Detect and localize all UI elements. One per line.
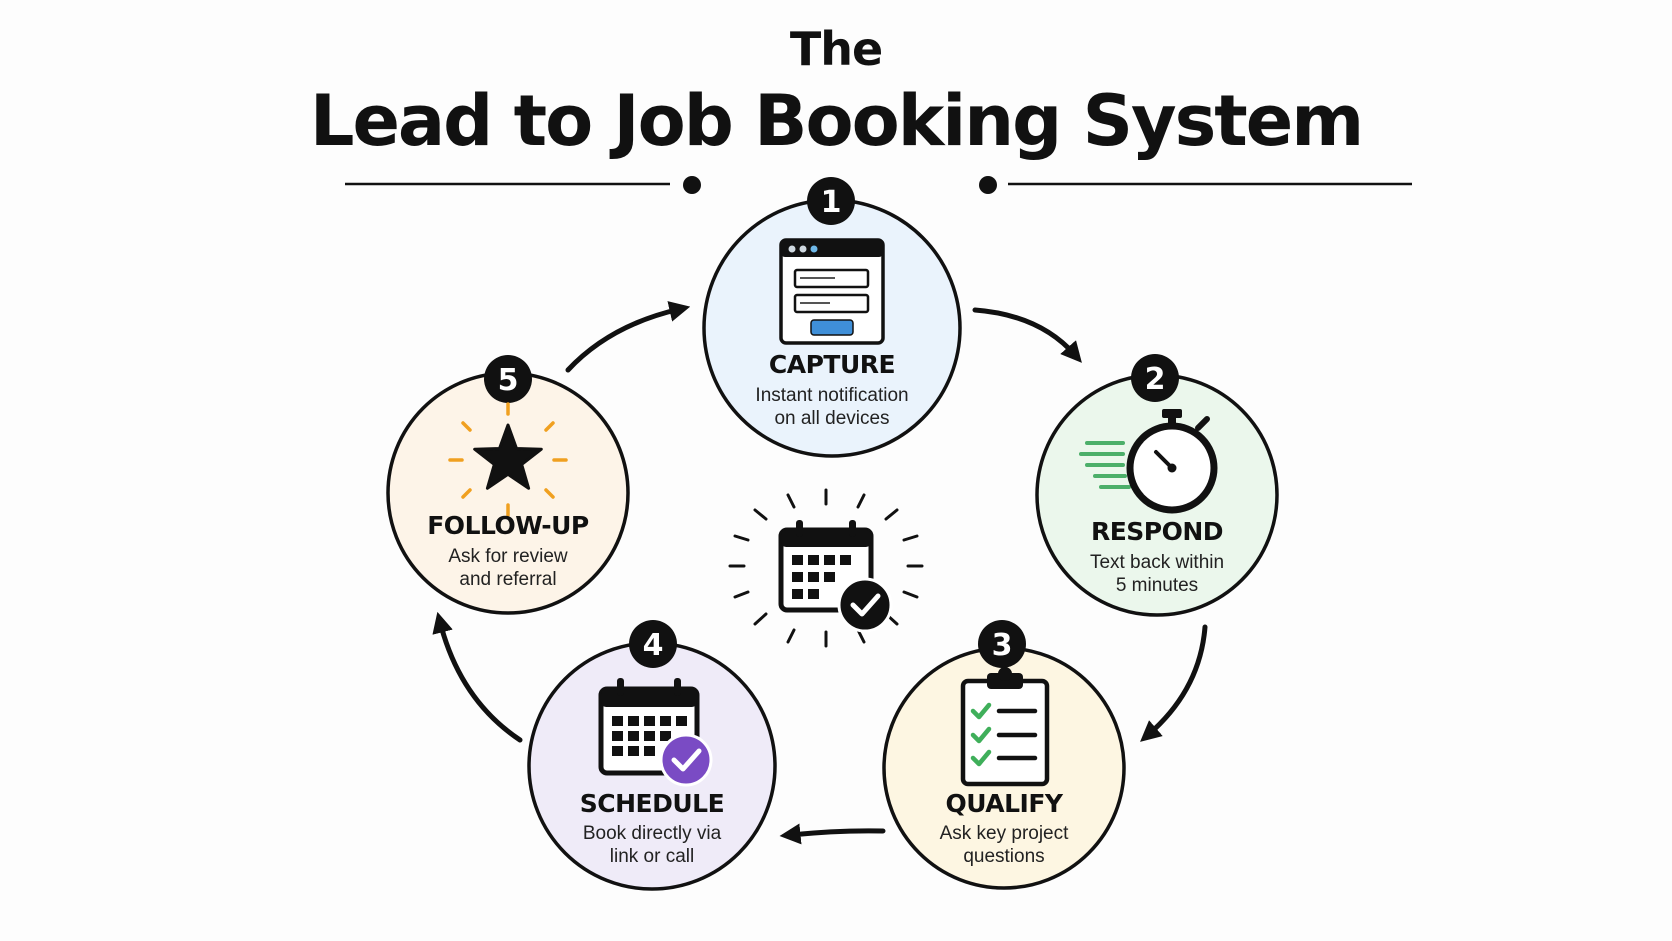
followup-desc-line1: Ask for review bbox=[448, 546, 568, 567]
title-divider bbox=[345, 176, 1412, 194]
calendar-check-icon bbox=[598, 678, 713, 787]
arrow-schedule-to-followup bbox=[432, 611, 523, 743]
respond-desc-line1: Text back within bbox=[1089, 552, 1225, 573]
svg-text:4: 4 bbox=[643, 628, 664, 663]
respond-desc-line2: 5 minutes bbox=[1115, 575, 1199, 596]
qualify-desc-line1: Ask key project bbox=[939, 823, 1069, 844]
schedule-title: SCHEDULE bbox=[579, 789, 725, 818]
qualify-title: QUALIFY bbox=[945, 789, 1063, 818]
qualify-desc-line2: questions bbox=[963, 846, 1045, 867]
capture-desc-line1: Instant notification bbox=[755, 385, 909, 406]
badge-5: 5 bbox=[484, 355, 532, 403]
arrow-capture-to-respond bbox=[972, 307, 1082, 363]
arrow-respond-to-qualify bbox=[1140, 624, 1208, 742]
badge-4: 4 bbox=[629, 620, 677, 668]
arrow-followup-to-capture bbox=[565, 301, 691, 373]
stopwatch-icon bbox=[1079, 409, 1218, 514]
svg-text:3: 3 bbox=[992, 628, 1013, 663]
schedule-description: Book directly via link or call bbox=[522, 822, 782, 868]
respond-title: RESPOND bbox=[1090, 517, 1224, 546]
svg-text:1: 1 bbox=[821, 185, 842, 220]
capture-desc-line2: on all devices bbox=[774, 408, 890, 429]
schedule-desc-line1: Book directly via bbox=[582, 823, 722, 844]
arrow-qualify-to-schedule bbox=[779, 823, 886, 845]
badge-1: 1 bbox=[807, 177, 855, 225]
center-calendar-check-icon bbox=[728, 488, 924, 648]
capture-title: CAPTURE bbox=[768, 350, 896, 379]
clipboard-checklist-icon bbox=[960, 667, 1050, 787]
svg-text:5: 5 bbox=[498, 363, 519, 398]
page-title: Lead to Job Booking System bbox=[309, 80, 1364, 162]
schedule-desc-line2: link or call bbox=[609, 846, 695, 867]
star-icon bbox=[448, 402, 568, 517]
badge-2: 2 bbox=[1131, 354, 1179, 402]
capture-description: Instant notification on all devices bbox=[702, 384, 962, 430]
followup-desc-line2: and referral bbox=[459, 569, 557, 590]
svg-text:2: 2 bbox=[1145, 362, 1166, 397]
qualify-description: Ask key project questions bbox=[874, 822, 1134, 868]
respond-description: Text back within 5 minutes bbox=[1027, 551, 1287, 597]
title-line-the: The bbox=[789, 22, 883, 76]
followup-title: FOLLOW-UP bbox=[427, 511, 589, 540]
web-form-icon bbox=[779, 238, 885, 345]
followup-description: Ask for review and referral bbox=[378, 545, 638, 591]
cycle-arrows bbox=[432, 301, 1208, 845]
badge-3: 3 bbox=[978, 620, 1026, 668]
